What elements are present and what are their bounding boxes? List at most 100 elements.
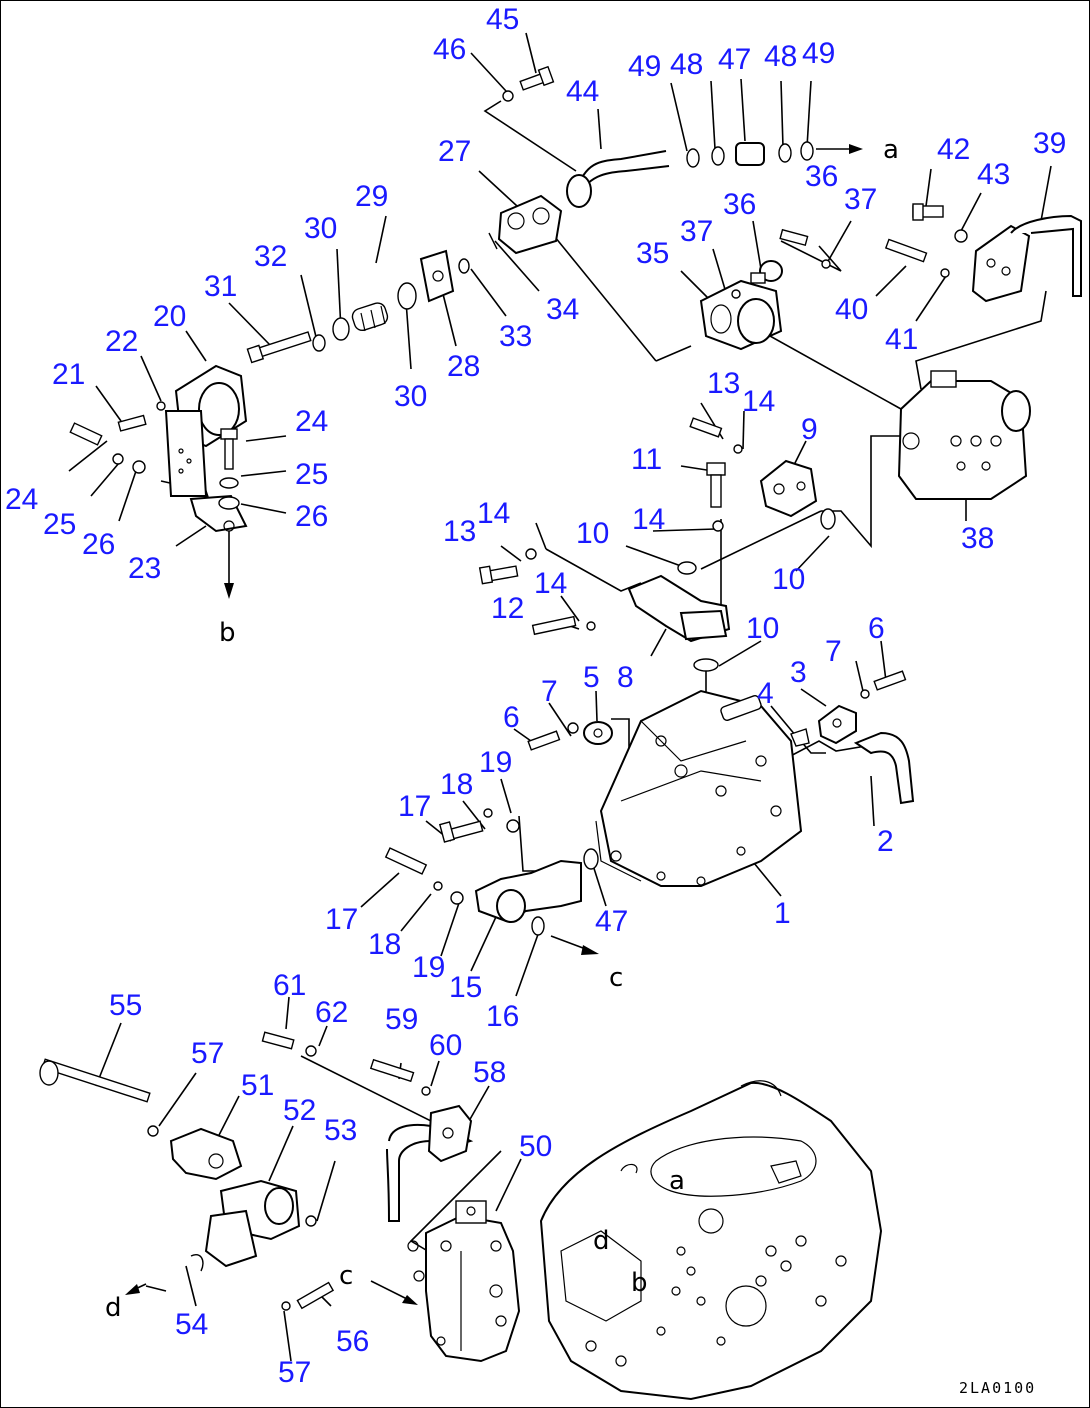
callout-6a: 6 <box>503 701 520 734</box>
callout-13a: 13 <box>707 367 740 400</box>
valve-50 <box>407 1200 521 1363</box>
callout-22: 22 <box>105 325 138 358</box>
fitting-4 <box>790 728 810 747</box>
callout-25a: 25 <box>295 458 328 491</box>
gasket-27 <box>497 194 563 255</box>
callout-55: 55 <box>109 989 142 1022</box>
callout-16: 16 <box>486 1000 519 1033</box>
callout-57a: 57 <box>191 1037 224 1070</box>
callout-8: 8 <box>617 661 634 694</box>
arrow-letter-a-in: a <box>669 1166 685 1196</box>
callout-53: 53 <box>324 1114 357 1147</box>
callout-19a: 19 <box>479 746 512 779</box>
callout-49a: 49 <box>628 50 661 83</box>
washer-7-right <box>860 689 870 699</box>
hose-39 <box>971 214 1082 303</box>
callout-10b: 10 <box>772 563 805 596</box>
oring-10-left <box>677 561 697 575</box>
callout-10c: 10 <box>746 612 779 645</box>
valve-assembly-20 <box>164 364 248 497</box>
callout-14b: 14 <box>477 497 510 530</box>
callout-56: 56 <box>336 1325 369 1358</box>
callout-12: 12 <box>491 592 524 625</box>
arrow-letter-b-out: b <box>219 618 236 648</box>
main-valve-1 <box>595 689 803 887</box>
block-51 <box>169 1127 243 1181</box>
callout-15: 15 <box>449 971 482 1004</box>
washer-19-upper <box>506 819 520 833</box>
block-9 <box>759 459 818 518</box>
bolt-13-upper <box>689 417 723 438</box>
callout-35: 35 <box>636 237 669 270</box>
pipe-15 <box>474 859 582 923</box>
callout-25b: 25 <box>43 508 76 541</box>
callout-45: 45 <box>486 3 519 36</box>
callout-23: 23 <box>128 552 161 585</box>
callout-36b: 36 <box>723 188 756 221</box>
callout-48a: 48 <box>670 48 703 81</box>
arrow-letter-d-out: d <box>105 1293 122 1323</box>
callout-1: 1 <box>774 897 791 930</box>
callout-28: 28 <box>447 350 480 383</box>
callout-42: 42 <box>937 133 970 166</box>
callout-43: 43 <box>977 158 1010 191</box>
callout-36a: 36 <box>805 160 838 193</box>
callout-17b: 17 <box>325 903 358 936</box>
callout-10a: 10 <box>576 517 609 550</box>
callout-39: 39 <box>1033 127 1066 160</box>
bolt-17-lower <box>384 847 428 875</box>
pipe-52 <box>204 1179 301 1268</box>
callout-14a: 14 <box>742 385 775 418</box>
oring-10-right <box>820 508 836 530</box>
washer-57-lower <box>281 1301 291 1311</box>
callout-61: 61 <box>273 969 306 1002</box>
ring-30-lower <box>397 282 417 310</box>
callout-47a: 47 <box>718 43 751 76</box>
bolt-6-right <box>873 670 907 691</box>
callout-60: 60 <box>429 1029 462 1062</box>
flange-3 <box>817 704 857 745</box>
callout-32: 32 <box>254 240 287 273</box>
callout-24a: 24 <box>295 405 328 438</box>
callout-27: 27 <box>438 135 471 168</box>
washer-7-left <box>567 722 579 734</box>
callout-46: 46 <box>433 33 466 66</box>
bolt-24-left <box>69 422 103 446</box>
washer-32 <box>312 334 326 352</box>
callout-50: 50 <box>519 1130 552 1163</box>
oring-16 <box>531 916 545 936</box>
washer-41 <box>940 268 950 278</box>
callout-7a: 7 <box>541 675 558 708</box>
pipe-8 <box>627 574 731 643</box>
callout-37a: 37 <box>844 183 877 216</box>
washer-26-right <box>218 496 240 510</box>
fitting-row-47-49 <box>686 141 814 168</box>
bolt-55 <box>39 1058 151 1103</box>
callout-30a: 30 <box>304 212 337 245</box>
washer-25-left <box>112 453 124 465</box>
oring-54 <box>190 1254 204 1272</box>
block-35 <box>699 279 783 351</box>
bolt-6-left <box>527 730 561 751</box>
washer-22 <box>156 401 166 411</box>
callout-13b: 13 <box>443 515 476 548</box>
pin-34 <box>488 232 498 250</box>
callout-52: 52 <box>283 1094 316 1127</box>
washer-26-left <box>132 460 146 474</box>
washer-25-right <box>219 477 239 489</box>
callout-11: 11 <box>631 443 662 476</box>
callout-14d: 14 <box>534 567 567 600</box>
oring-10-low <box>693 658 719 672</box>
washer-57-upper <box>147 1125 159 1137</box>
callout-26a: 26 <box>295 500 328 533</box>
transmission-case <box>539 1080 883 1401</box>
ring-37-lower <box>731 289 741 299</box>
callout-9: 9 <box>801 413 818 446</box>
callout-20: 20 <box>153 300 186 333</box>
bolt-59 <box>369 1058 415 1083</box>
valve-body-38 <box>897 370 1031 500</box>
ring-37-upper <box>821 259 831 269</box>
callout-21: 21 <box>52 358 85 391</box>
